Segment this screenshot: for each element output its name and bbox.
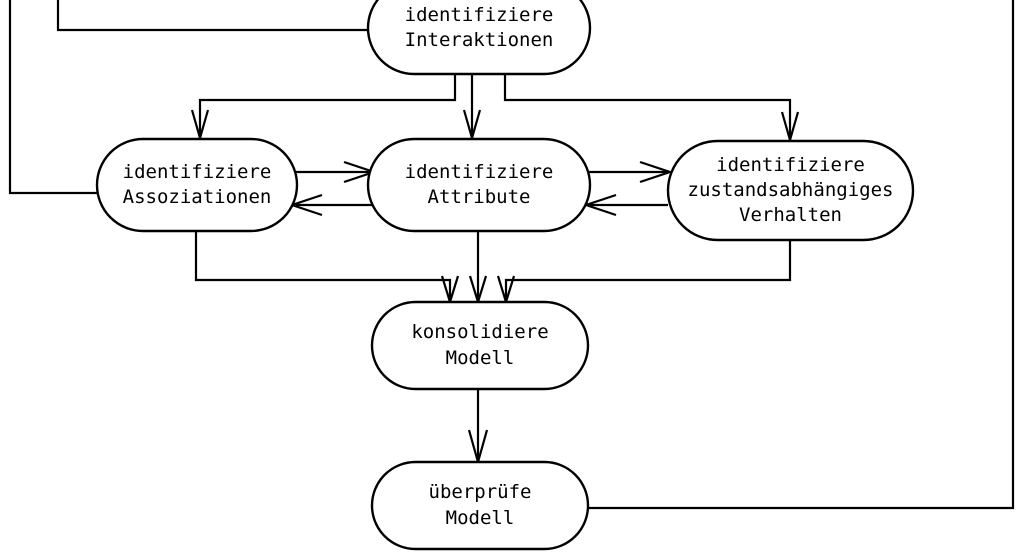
node-consolidate-model[interactable] [370,300,590,391]
edge-associations-to-consolidate [194,232,452,300]
node-identify-state-dependent-behaviour[interactable] [666,139,915,242]
edge-verify-to-right-rail [586,0,1015,510]
edge-feedback-left-to-associations [8,0,100,195]
arrowhead-attr-to-state [639,160,674,184]
node-identify-associations[interactable] [95,137,299,233]
node-identify-attributes[interactable] [366,137,592,233]
edge-interactions-to-state-behaviour [503,74,792,138]
edge-interactions-to-associations [198,74,457,136]
edge-state-behaviour-to-consolidate [504,241,792,300]
edge-feedback-top-to-interactions [56,0,368,32]
node-verify-model[interactable] [370,460,590,551]
node-identify-interactions[interactable] [366,0,592,76]
